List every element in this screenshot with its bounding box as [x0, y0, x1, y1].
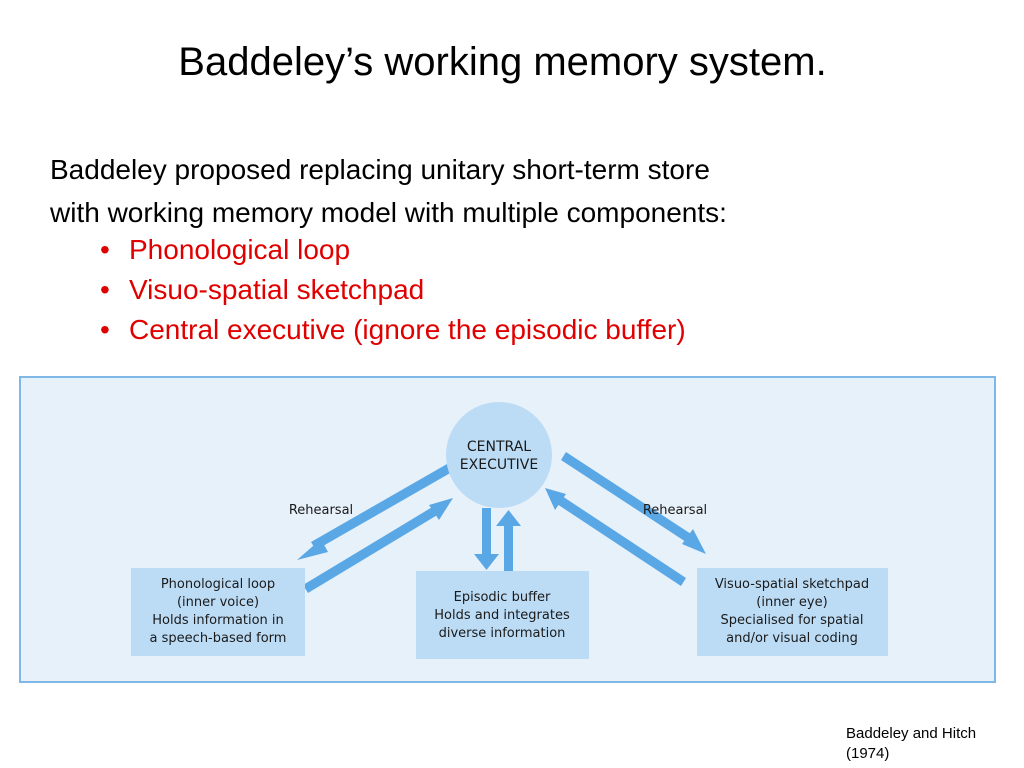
central-executive-node: CENTRAL EXECUTIVE — [446, 402, 552, 508]
episodic-buffer-line: diverse information — [439, 626, 566, 641]
phonological-loop-line: Holds information in — [152, 613, 284, 628]
central-executive-label-2: EXECUTIVE — [460, 457, 538, 473]
phonological-loop-line: Phonological loop — [161, 577, 275, 592]
bullet-icon: • — [100, 234, 110, 265]
visuospatial-line: (inner eye) — [756, 595, 827, 610]
visuospatial-line: and/or visual coding — [726, 631, 858, 646]
diagram-canvas: CENTRAL EXECUTIVE Rehearsal Rehearsal Ph… — [131, 402, 888, 659]
visuospatial-sketchpad-box: Visuo-spatial sketchpad (inner eye) Spec… — [697, 568, 888, 656]
episodic-buffer-line: Holds and integrates — [434, 608, 570, 623]
visuospatial-line: Visuo-spatial sketchpad — [715, 577, 869, 592]
slide-title: Baddeley’s working memory system. — [178, 40, 827, 84]
phonological-loop-line: a speech-based form — [150, 631, 287, 646]
working-memory-diagram: CENTRAL EXECUTIVE Rehearsal Rehearsal Ph… — [19, 376, 996, 683]
phonological-loop-line: (inner voice) — [177, 595, 259, 610]
arrow-exec-to-visuospatial — [561, 452, 706, 554]
episodic-buffer-box: Episodic buffer Holds and integrates div… — [416, 571, 589, 659]
intro-line-1: Baddeley proposed replacing unitary shor… — [50, 154, 710, 185]
phonological-loop-box: Phonological loop (inner voice) Holds in… — [131, 568, 305, 656]
arrow-episodic-to-exec — [496, 510, 521, 572]
bullet-icon: • — [100, 314, 110, 345]
list-item: • Phonological loop — [100, 230, 686, 270]
list-item-label: Central executive (ignore the episodic b… — [129, 314, 686, 345]
arrows — [297, 452, 706, 593]
list-item: • Visuo-spatial sketchpad — [100, 270, 686, 310]
intro-line-2: with working memory model with multiple … — [50, 197, 727, 228]
arrow-visuospatial-to-exec — [545, 488, 686, 586]
rehearsal-label-right: Rehearsal — [643, 503, 707, 518]
list-item: • Central executive (ignore the episodic … — [100, 310, 686, 350]
citation-line-1: Baddeley and Hitch — [846, 725, 977, 742]
arrow-exec-to-episodic — [474, 508, 499, 570]
visuospatial-line: Specialised for spatial — [721, 613, 864, 628]
central-executive-label-1: CENTRAL — [467, 439, 531, 455]
citation-line-2: (1974) — [846, 745, 890, 762]
arrow-exec-to-phonological — [297, 464, 452, 560]
rehearsal-label-left: Rehearsal — [289, 503, 353, 518]
episodic-buffer-line: Episodic buffer — [454, 590, 551, 605]
list-item-label: Phonological loop — [129, 234, 351, 265]
component-list: • Phonological loop • Visuo-spatial sketch… — [100, 230, 686, 350]
arrow-phonological-to-exec — [303, 498, 453, 593]
citation: Baddeley and Hitch (1974) — [846, 724, 1016, 764]
list-item-label: Visuo-spatial sketchpad — [129, 274, 425, 305]
intro-text: Baddeley proposed replacing unitary shor… — [50, 148, 727, 234]
bullet-icon: • — [100, 274, 110, 305]
